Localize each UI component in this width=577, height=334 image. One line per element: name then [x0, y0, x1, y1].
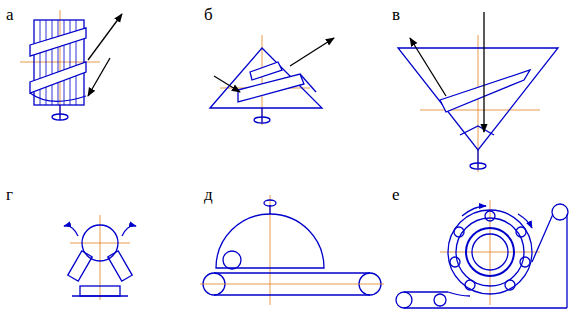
figure-letter: б	[204, 6, 213, 23]
roller-orienter	[64, 215, 136, 300]
dome-belt	[200, 195, 384, 305]
figure-letter: е	[392, 186, 400, 203]
cylinder-drum	[20, 10, 122, 120]
bowl-feeder	[398, 12, 558, 172]
cone-feeder	[210, 35, 334, 125]
figure-letter: в	[392, 6, 400, 23]
figure-letter: д	[204, 186, 213, 203]
ring-belt	[396, 200, 568, 308]
figure-letter: а	[6, 6, 14, 23]
figure-letter: г	[6, 186, 13, 203]
